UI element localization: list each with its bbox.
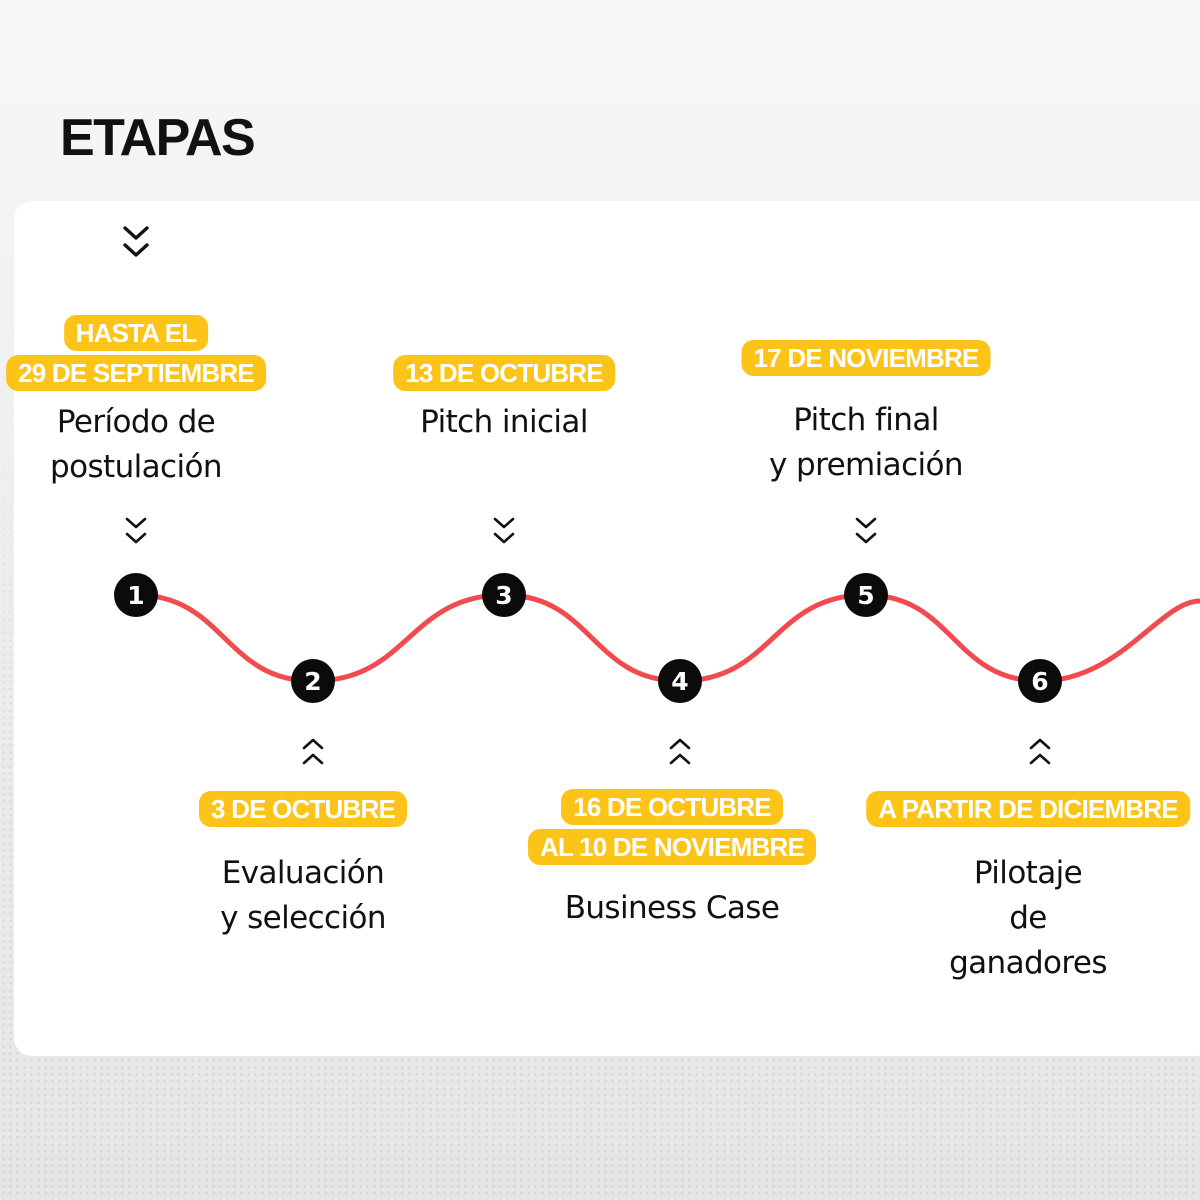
stage-date: 16 DE OCTUBRE AL 10 DE NOVIEMBRE — [528, 789, 816, 865]
date-pill: A PARTIR DE DICIEMBRE — [866, 791, 1190, 827]
stage-marker: 4 — [658, 659, 702, 703]
date-pill: 13 DE OCTUBRE — [393, 355, 615, 391]
double-chevron-up-icon — [1029, 738, 1051, 765]
stage-date: A PARTIR DE DICIEMBRE — [866, 791, 1190, 827]
date-pill: 29 DE SEPTIEMBRE — [6, 355, 266, 391]
stage-name: Período de postulación — [50, 404, 222, 485]
double-chevron-down-icon — [493, 517, 515, 544]
page-title: ETAPAS — [60, 109, 256, 167]
stage-name: Business Case — [564, 890, 780, 926]
stage-marker: 6 — [1018, 659, 1062, 703]
stage-marker: 1 — [114, 573, 158, 617]
stage-marker: 3 — [482, 573, 526, 617]
double-chevron-down-icon — [125, 517, 147, 544]
stage-marker: 5 — [844, 573, 888, 617]
stage-date: 17 DE NOVIEMBRE — [741, 340, 991, 376]
date-pill: HASTA EL — [63, 315, 209, 351]
double-chevron-up-icon — [302, 738, 324, 765]
date-pill: 17 DE NOVIEMBRE — [741, 340, 991, 376]
stage-date: 3 DE OCTUBRE — [199, 791, 407, 827]
date-pill: 3 DE OCTUBRE — [199, 791, 407, 827]
double-chevron-down-icon — [855, 517, 877, 544]
stage-date: HASTA EL 29 DE SEPTIEMBRE — [6, 315, 266, 391]
stage-name: Pilotaje de ganadores — [949, 855, 1107, 981]
date-pill: 16 DE OCTUBRE — [561, 789, 783, 825]
stage-marker: 2 — [291, 659, 335, 703]
stage-name: Pitch final y premiación — [769, 402, 964, 483]
double-chevron-down-icon — [123, 226, 149, 257]
double-chevron-up-icon — [669, 738, 691, 765]
date-pill: AL 10 DE NOVIEMBRE — [528, 829, 816, 865]
stage-date: 13 DE OCTUBRE — [393, 355, 615, 391]
stage-name: Evaluación y selección — [220, 855, 386, 936]
stage-name: Pitch inicial — [420, 404, 588, 440]
